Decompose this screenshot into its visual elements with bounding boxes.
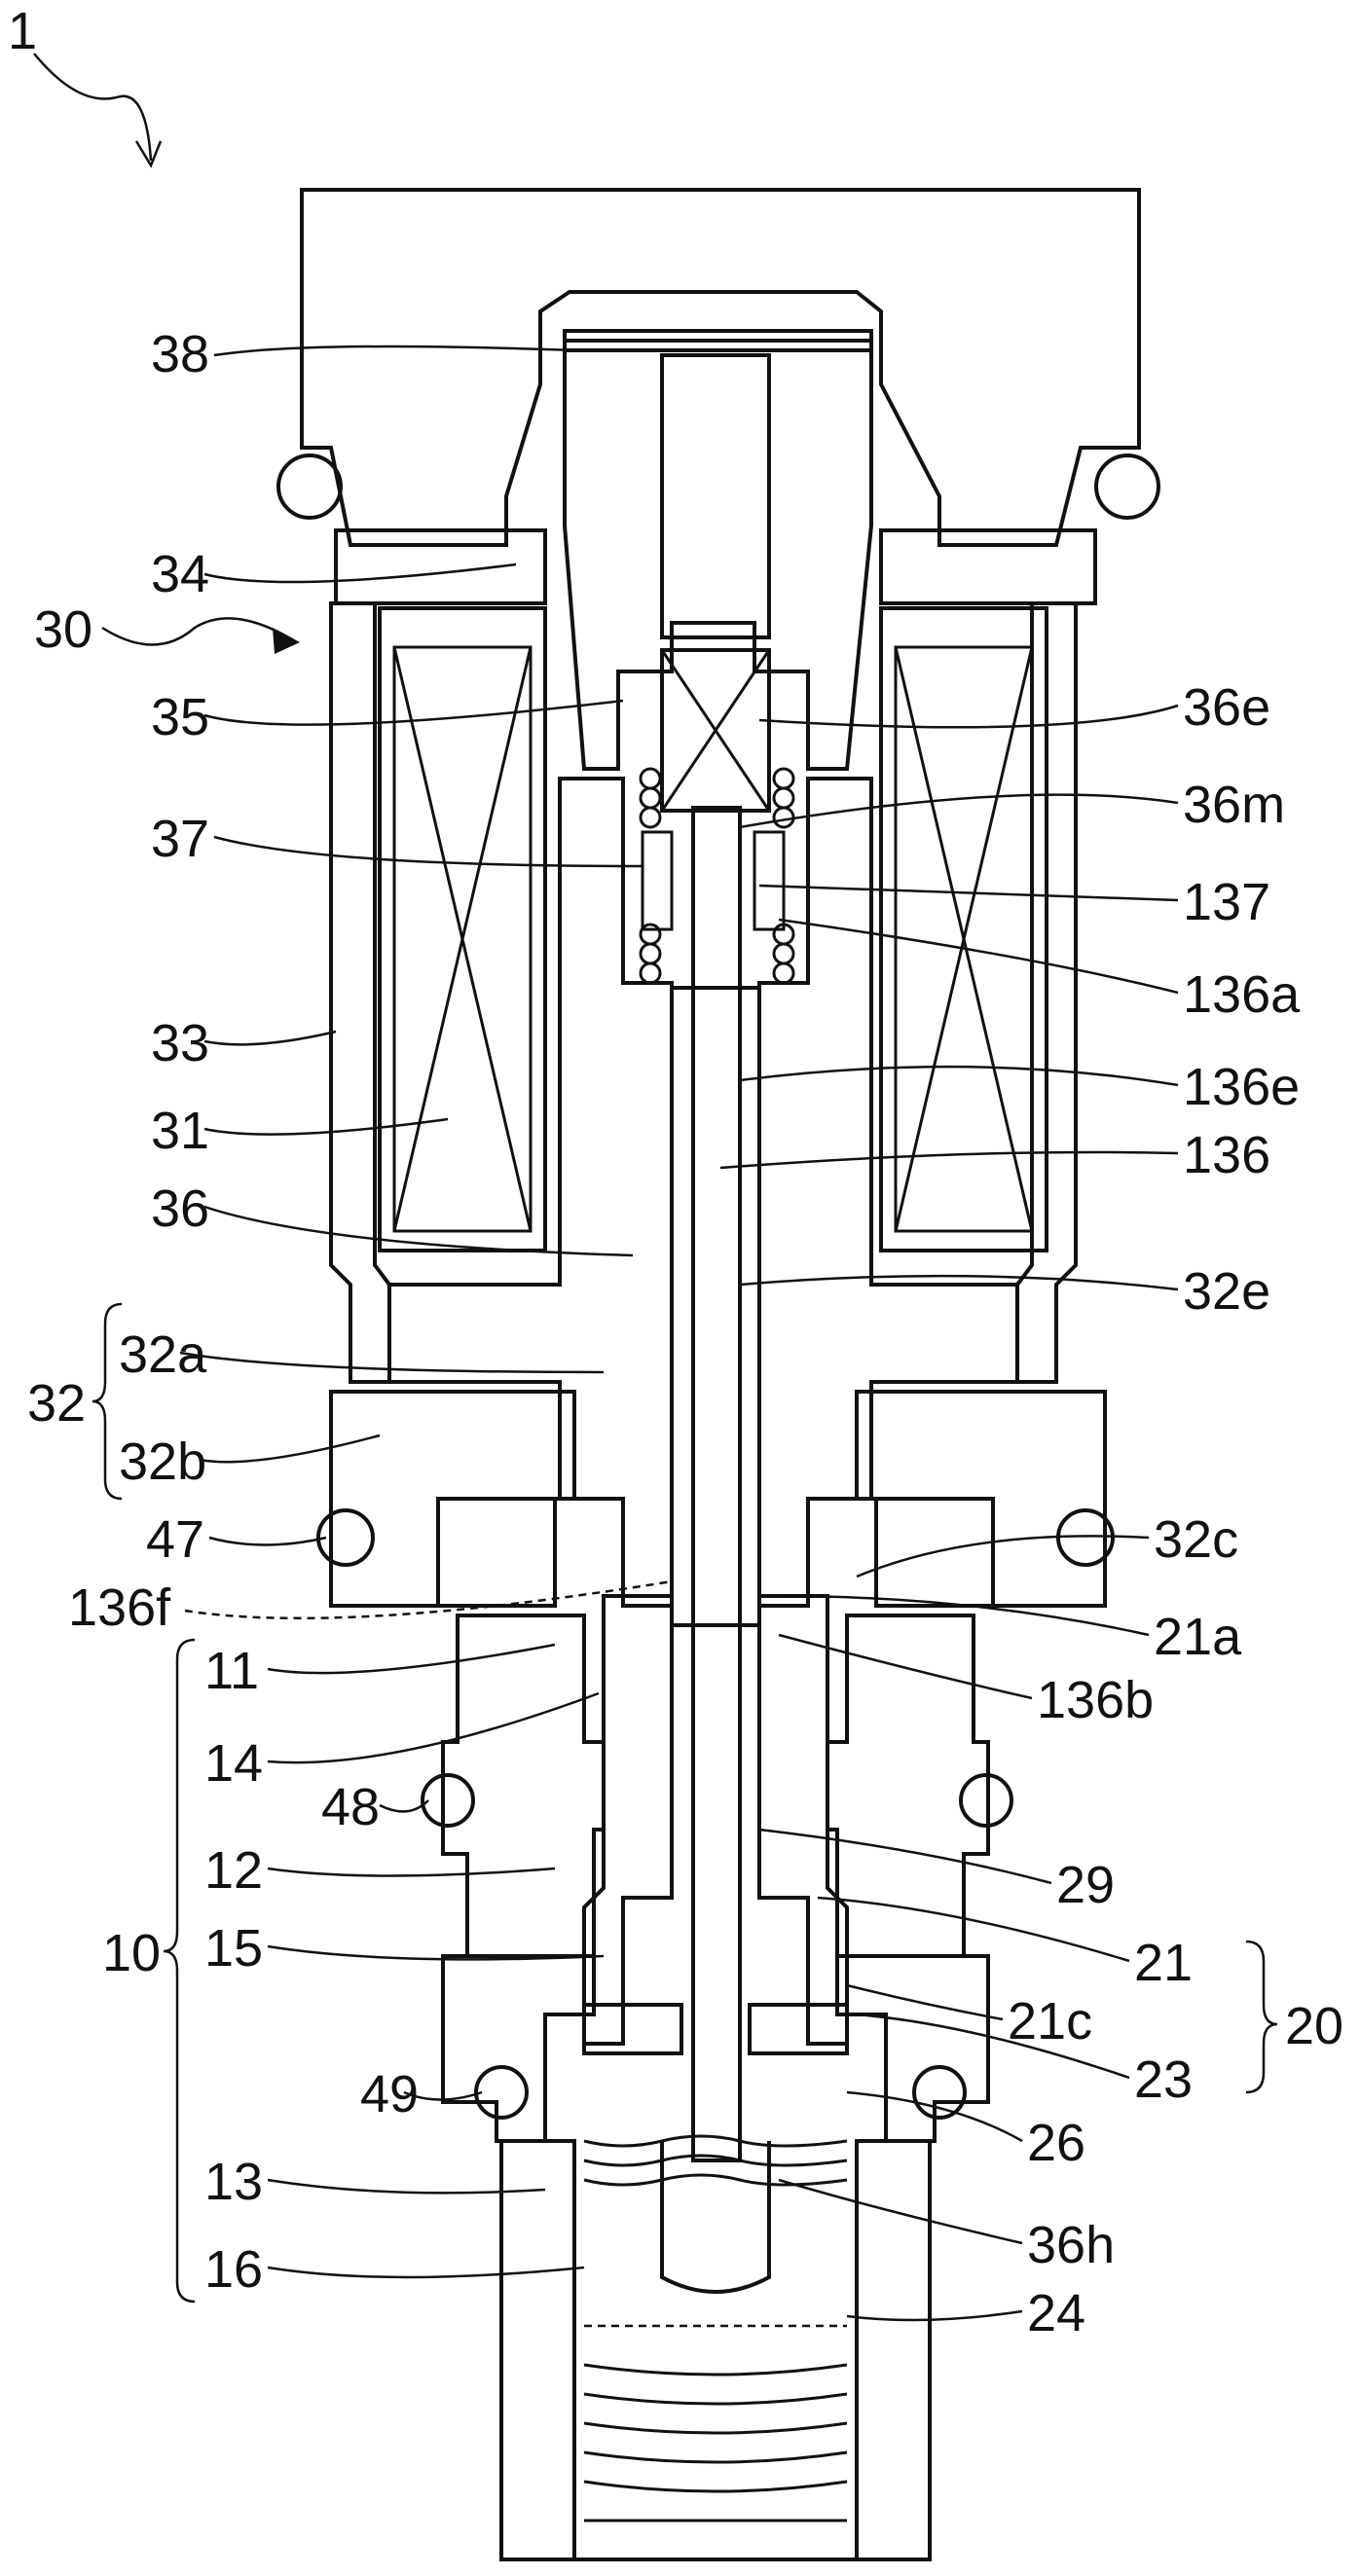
- arrow-ref-30-head: [273, 628, 300, 654]
- arrow-ref-1: [33, 53, 153, 162]
- label-37: 37: [151, 810, 209, 868]
- label-11: 11: [204, 1642, 259, 1700]
- label-36m: 36m: [1183, 776, 1285, 834]
- label-12: 12: [204, 1841, 263, 1900]
- o-ring-49-left: [474, 2065, 529, 2120]
- coil-right: [879, 606, 1048, 1252]
- label-32b: 32b: [119, 1433, 206, 1491]
- o-ring-47-left: [316, 1508, 375, 1567]
- label-24: 24: [1027, 2284, 1085, 2342]
- label-36: 36: [151, 1179, 209, 1238]
- label-31: 31: [151, 1102, 209, 1160]
- yoke-shell-right: [1015, 601, 1078, 1384]
- o-ring-49-right: [912, 2065, 967, 2120]
- leader-lines-left: [179, 345, 673, 2279]
- label-13: 13: [204, 2153, 263, 2211]
- arrow-ref-1-head: [134, 140, 163, 168]
- collar-left: [436, 1497, 557, 1608]
- label-15: 15: [204, 1919, 263, 1977]
- labels-right: 36e 36m 137 136a 136e 136 32e 32c 21a 13…: [1008, 678, 1343, 2342]
- label-32: 32: [27, 1374, 86, 1433]
- label-48: 48: [321, 1778, 380, 1836]
- coil-left: [378, 606, 547, 1252]
- flange-right: [879, 528, 1097, 605]
- label-137: 137: [1183, 873, 1270, 931]
- stator-32: [387, 777, 1019, 1608]
- label-26: 26: [1027, 2114, 1085, 2172]
- bellows-24: [583, 2134, 848, 2522]
- label-34: 34: [151, 545, 209, 603]
- label-10: 10: [102, 1924, 161, 1982]
- label-21: 21: [1134, 1934, 1193, 1992]
- label-136f: 136f: [68, 1578, 171, 1637]
- brace-32: [92, 1302, 123, 1501]
- label-32c: 32c: [1154, 1510, 1238, 1569]
- label-32a: 32a: [119, 1325, 207, 1384]
- labels-left: 1 38 34 30 35 37 33 31 36 32 32a 32b 47 …: [8, 2, 419, 2299]
- top-cap: [300, 188, 1141, 547]
- plunger-35: [563, 329, 873, 771]
- label-38: 38: [151, 325, 209, 383]
- label-35: 35: [151, 688, 209, 746]
- label-30: 30: [34, 600, 92, 659]
- arrow-ref-30: [101, 617, 298, 646]
- label-47: 47: [146, 1510, 204, 1569]
- label-36e: 36e: [1183, 678, 1270, 737]
- label-49: 49: [360, 2065, 419, 2123]
- o-ring-top-left: [276, 454, 343, 520]
- label-36h: 36h: [1027, 2216, 1115, 2274]
- label-136e: 136e: [1183, 1058, 1300, 1116]
- label-16: 16: [204, 2240, 263, 2299]
- brace-10: [163, 1638, 196, 2304]
- label-32e: 32e: [1183, 1262, 1270, 1321]
- leader-lines-right: [719, 704, 1179, 2322]
- label-21a: 21a: [1154, 1608, 1242, 1666]
- core-36e: [660, 648, 771, 813]
- label-29: 29: [1056, 1856, 1115, 1914]
- label-23: 23: [1134, 2050, 1193, 2109]
- o-ring-top-right: [1094, 454, 1160, 520]
- label-20: 20: [1285, 1997, 1343, 2055]
- figure-ref-label: 1: [8, 2, 37, 60]
- o-ring-48-right: [959, 1773, 1013, 1828]
- rod-136: [670, 806, 761, 2162]
- brace-20: [1245, 1940, 1278, 2094]
- label-21c: 21c: [1008, 1992, 1092, 2050]
- label-33: 33: [151, 1014, 209, 1072]
- label-14: 14: [204, 1734, 263, 1793]
- label-136a: 136a: [1183, 965, 1301, 1024]
- spool-21: [582, 1594, 849, 2055]
- flange-left: [334, 528, 547, 605]
- label-136b: 136b: [1037, 1671, 1154, 1729]
- o-ring-48-left: [421, 1773, 475, 1828]
- collar-right: [874, 1497, 995, 1608]
- label-136: 136: [1183, 1126, 1270, 1184]
